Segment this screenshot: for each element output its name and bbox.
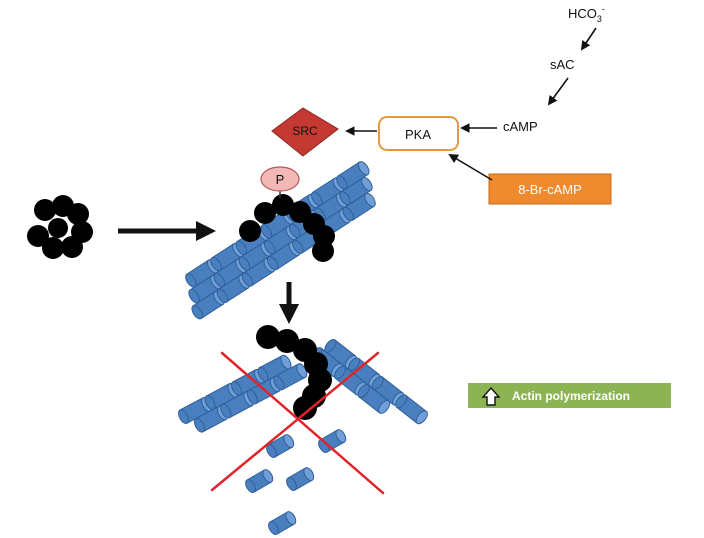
up-arrow-icon <box>481 386 501 406</box>
phospho-badge: P <box>260 166 300 192</box>
src-node: SRC <box>271 107 339 157</box>
arrow-hco3-to-sac <box>580 27 597 51</box>
actin-monomers <box>243 427 349 537</box>
src-chain-active <box>239 194 335 262</box>
src-cluster-inactive <box>27 195 93 259</box>
src-label: SRC <box>292 124 318 138</box>
legend-label: Actin polymerization <box>512 389 630 403</box>
legend-bar <box>468 383 671 408</box>
arrow-brcamp-to-pka <box>448 154 493 181</box>
inhibition-cross <box>210 351 385 495</box>
br-camp-label: 8-Br-cAMP <box>518 182 582 197</box>
br-camp-node: 8-Br-cAMP <box>488 173 612 205</box>
legend: Actin polymerization <box>468 383 671 408</box>
camp-label: cAMP <box>503 119 538 134</box>
pka-label: PKA <box>405 127 431 142</box>
sac-label: sAC <box>550 57 575 72</box>
bicarbonate-label: HCO3- <box>568 4 605 24</box>
arrow-sac-to-camp <box>547 77 569 106</box>
pka-node: PKA <box>378 116 459 151</box>
phospho-label: P <box>276 172 285 187</box>
